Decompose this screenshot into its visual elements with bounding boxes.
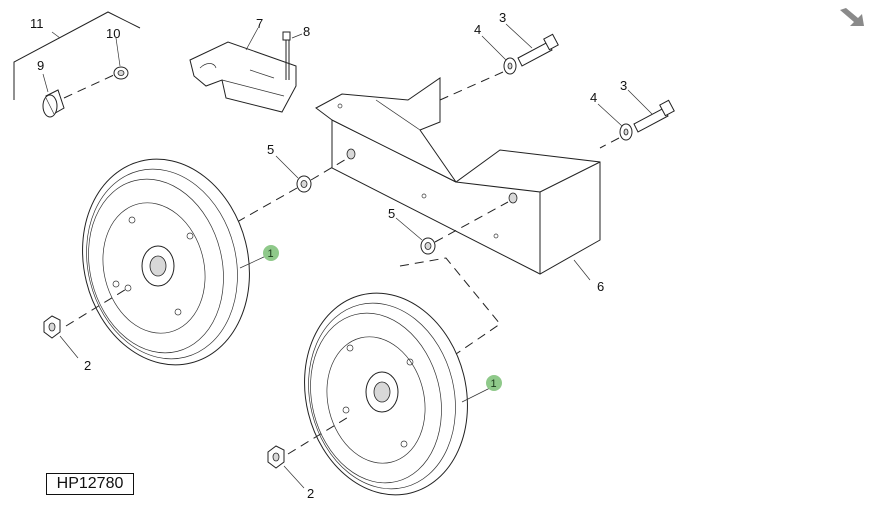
callout-1-upper: 1 xyxy=(268,248,274,260)
callout-2-upper: 2 xyxy=(84,358,91,373)
part-1-pulley-lower xyxy=(287,292,468,496)
callout-4-lower: 4 xyxy=(590,90,597,105)
callout-10: 10 xyxy=(106,26,120,41)
part-4-washer-upper xyxy=(439,57,517,101)
part-3-bolt-upper xyxy=(517,33,559,67)
callout-5-lower: 5 xyxy=(388,206,395,221)
part-7-bracket-plate xyxy=(189,41,297,113)
callout-6: 6 xyxy=(597,279,604,294)
part-2-nut-lower xyxy=(267,445,285,469)
highlight-badge-1-upper[interactable]: 1 xyxy=(263,245,279,261)
part-9-plug xyxy=(42,73,117,118)
part-3-bolt-lower xyxy=(633,99,675,133)
part-4-washer-lower xyxy=(599,123,633,149)
callout-2-lower: 2 xyxy=(307,486,314,501)
callout-11: 11 xyxy=(30,16,44,31)
part-2-nut-upper xyxy=(43,315,61,339)
reference-id-box: HP12780 xyxy=(46,473,134,495)
part-1-pulley-upper xyxy=(65,158,250,366)
arrow-down-right-icon[interactable] xyxy=(836,6,870,30)
callout-9: 9 xyxy=(37,58,44,73)
callout-8: 8 xyxy=(303,24,310,39)
leader-lines xyxy=(42,23,653,489)
highlight-badge-1-lower[interactable]: 1 xyxy=(486,375,502,391)
part-5-spacer-lower xyxy=(399,201,509,355)
kit-bracket-11 xyxy=(13,11,141,100)
callout-1-lower: 1 xyxy=(491,378,497,390)
callout-3-upper: 3 xyxy=(499,10,506,25)
part-8-bolt xyxy=(282,31,291,80)
callout-4-upper: 4 xyxy=(474,22,481,37)
callout-7: 7 xyxy=(256,16,263,31)
part-10-nut xyxy=(113,66,129,80)
callout-3-lower: 3 xyxy=(620,78,627,93)
callout-5-upper: 5 xyxy=(267,142,274,157)
part-6-main-bracket xyxy=(315,77,601,275)
part-5-spacer-upper xyxy=(229,157,349,227)
callout-labels: 11 10 9 7 8 3 4 3 4 5 5 6 2 2 xyxy=(30,10,627,501)
